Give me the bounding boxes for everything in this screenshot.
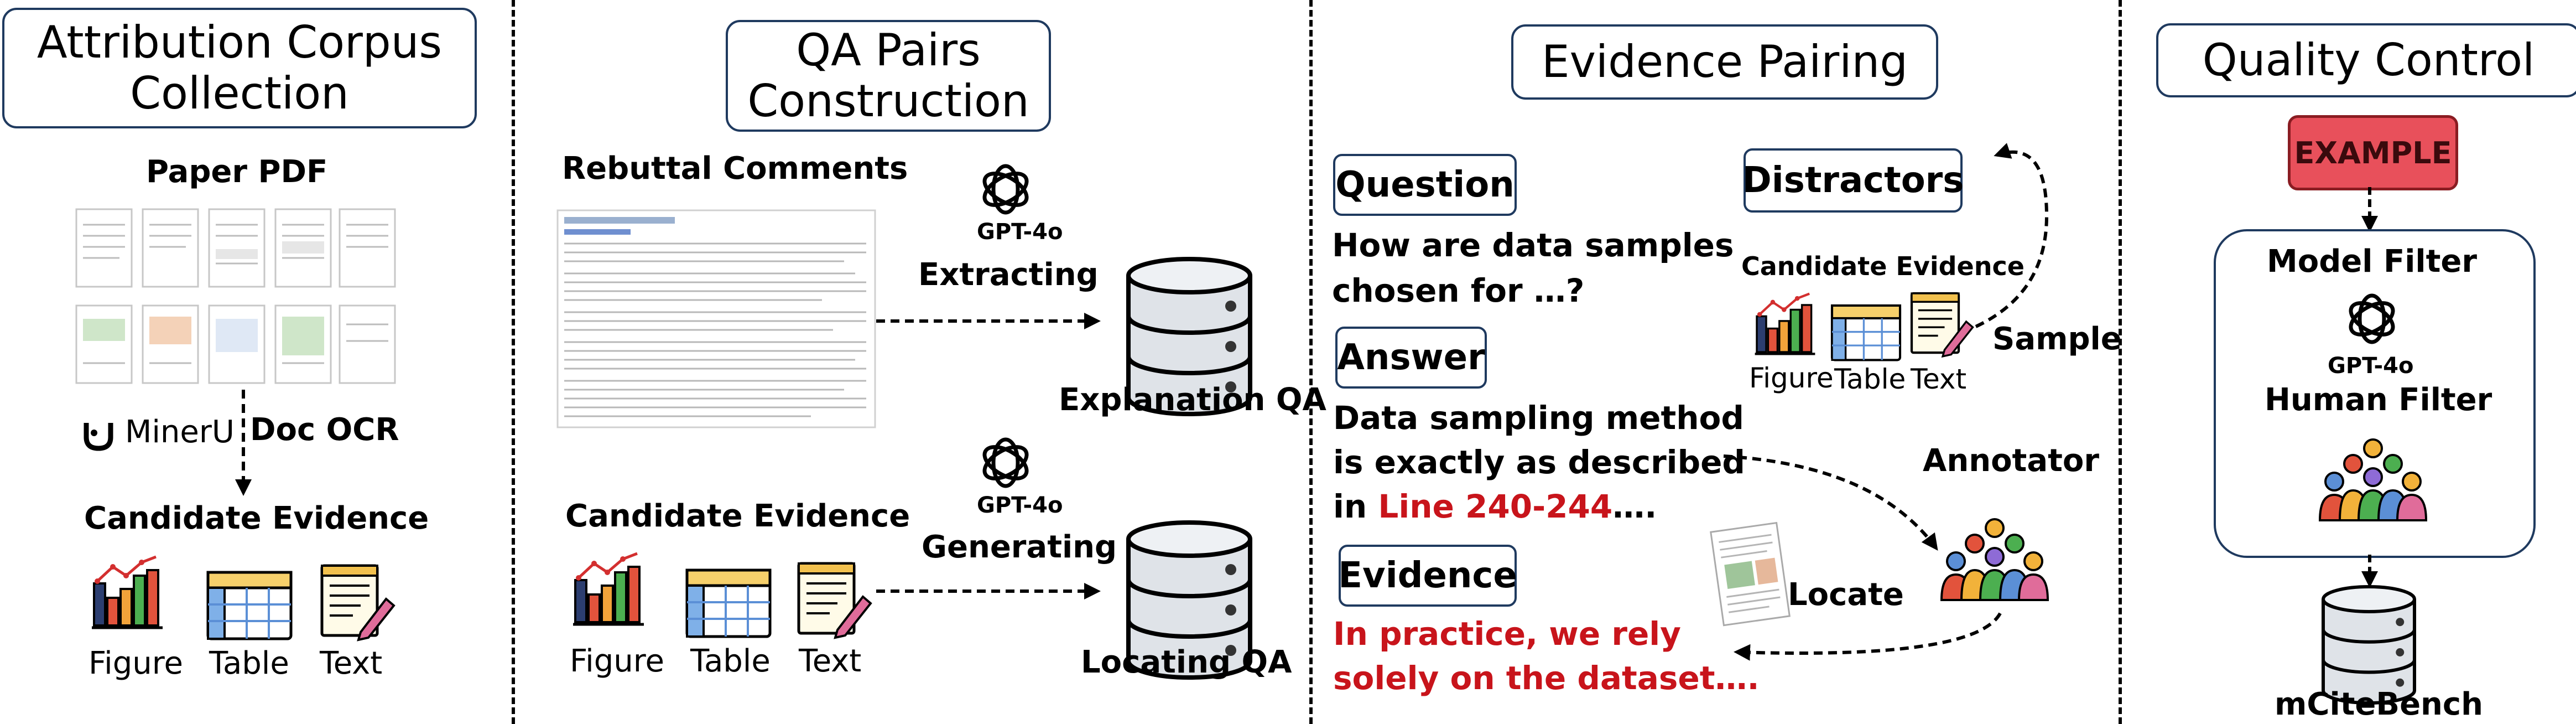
table-label-s2: Table: [690, 643, 771, 679]
table-icon: [208, 572, 294, 642]
example-badge-text: EXAMPLE: [2294, 135, 2452, 170]
human-annotators-icon: [2319, 438, 2427, 521]
paper-pdf-thumbnails: [75, 208, 396, 384]
extracting-arrow: [876, 313, 1101, 329]
generating-label: Generating: [922, 529, 1117, 565]
answer-line-1: Data sampling method: [1333, 399, 1744, 437]
answer-line-3-suffix: ….: [1612, 488, 1657, 525]
section-divider-2: [1309, 0, 1313, 724]
section-title-corpus: Attribution Corpus Collection: [2, 8, 477, 128]
document-thumbnail-icon: [1710, 521, 1791, 627]
answer-line-3: in Line 240-244….: [1333, 484, 1657, 529]
distractor-sample-arrow: [1975, 143, 2049, 328]
gpt-label-top: GPT-4o: [977, 219, 1063, 245]
figure-icon: [94, 559, 166, 631]
question-line-2: chosen for …?: [1332, 272, 1585, 309]
model-filter-label: Model Filter: [2267, 244, 2477, 280]
figure-icon: [1757, 296, 1818, 356]
explanation-qa-label: Explanation QA: [1059, 382, 1326, 418]
candidate-evidence-label-s2: Candidate Evidence: [565, 498, 910, 534]
text-icon: [1912, 293, 1975, 360]
candidate-evidence-label-s1: Candidate Evidence: [84, 500, 429, 536]
text-label-s1: Text: [320, 645, 383, 681]
mineru-logo-icon: [84, 423, 113, 451]
evidence-tag: Evidence: [1338, 545, 1517, 607]
text-icon: [799, 563, 873, 641]
question-tag: Question: [1333, 154, 1517, 216]
answer-tag: Answer: [1335, 327, 1487, 389]
ocr-arrow: [235, 390, 252, 496]
table-label-s3: Table: [1834, 363, 1906, 395]
figure-icon: [575, 556, 647, 628]
text-label-s2: Text: [799, 643, 862, 679]
evidence-line-2: solely on the dataset….: [1333, 659, 1760, 697]
text-label-s3: Text: [1911, 363, 1967, 395]
sample-label: Sample: [1992, 321, 2122, 357]
annotator-group-icon: [1940, 518, 2049, 601]
line-reference-highlight: Line 240-244: [1378, 488, 1613, 525]
table-icon: [687, 570, 773, 639]
locate-evidence-arrow: [1734, 612, 2002, 661]
answer-line-2: is exactly as described: [1333, 443, 1745, 481]
mineru-label: MinerU: [125, 414, 235, 450]
figure-label-s3: Figure: [1749, 362, 1834, 394]
gpt-label-bottom: GPT-4o: [977, 493, 1063, 518]
generating-arrow: [876, 583, 1101, 599]
example-to-filter-arrow: [2361, 187, 2378, 232]
annotator-label: Annotator: [1923, 443, 2099, 479]
candidate-evidence-label-s3: Candidate Evidence: [1741, 251, 2025, 281]
question-line-1: How are data samples: [1332, 226, 1734, 264]
mcitebench-label: mCiteBench: [2275, 686, 2483, 722]
evidence-line-1: In practice, we rely: [1333, 615, 1681, 653]
answer-to-annotator-arrow: [1723, 454, 1938, 551]
text-icon: [322, 566, 397, 643]
filter-to-bench-arrow: [2361, 555, 2378, 588]
distractors-tag: Distractors: [1742, 148, 1964, 213]
section-title-quality-control: Quality Control: [2156, 23, 2576, 97]
figure-label-s2: Figure: [570, 643, 664, 679]
section-title-qa: QA Pairs Construction: [726, 20, 1051, 132]
doc-ocr-label: Doc OCR: [250, 412, 399, 448]
paper-pdf-label: Paper PDF: [146, 154, 328, 190]
gpt-label: GPT-4o: [2328, 353, 2414, 379]
example-badge: EXAMPLE: [2288, 115, 2458, 190]
table-icon: [1832, 306, 1904, 364]
rebuttal-comments-document: [556, 209, 876, 428]
extracting-label: Extracting: [918, 257, 1099, 293]
figure-label-s1: Figure: [89, 645, 183, 681]
section-divider-1: [512, 0, 515, 724]
rebuttal-comments-label: Rebuttal Comments: [562, 151, 908, 187]
locate-label: Locate: [1788, 577, 1904, 613]
answer-line-3-prefix: in: [1333, 488, 1378, 525]
locating-qa-label: Locating QA: [1081, 644, 1292, 680]
table-label-s1: Table: [209, 645, 289, 681]
section-title-evidence-pairing: Evidence Pairing: [1511, 24, 1938, 100]
section-divider-3: [2119, 0, 2122, 724]
human-filter-label: Human Filter: [2265, 382, 2492, 418]
